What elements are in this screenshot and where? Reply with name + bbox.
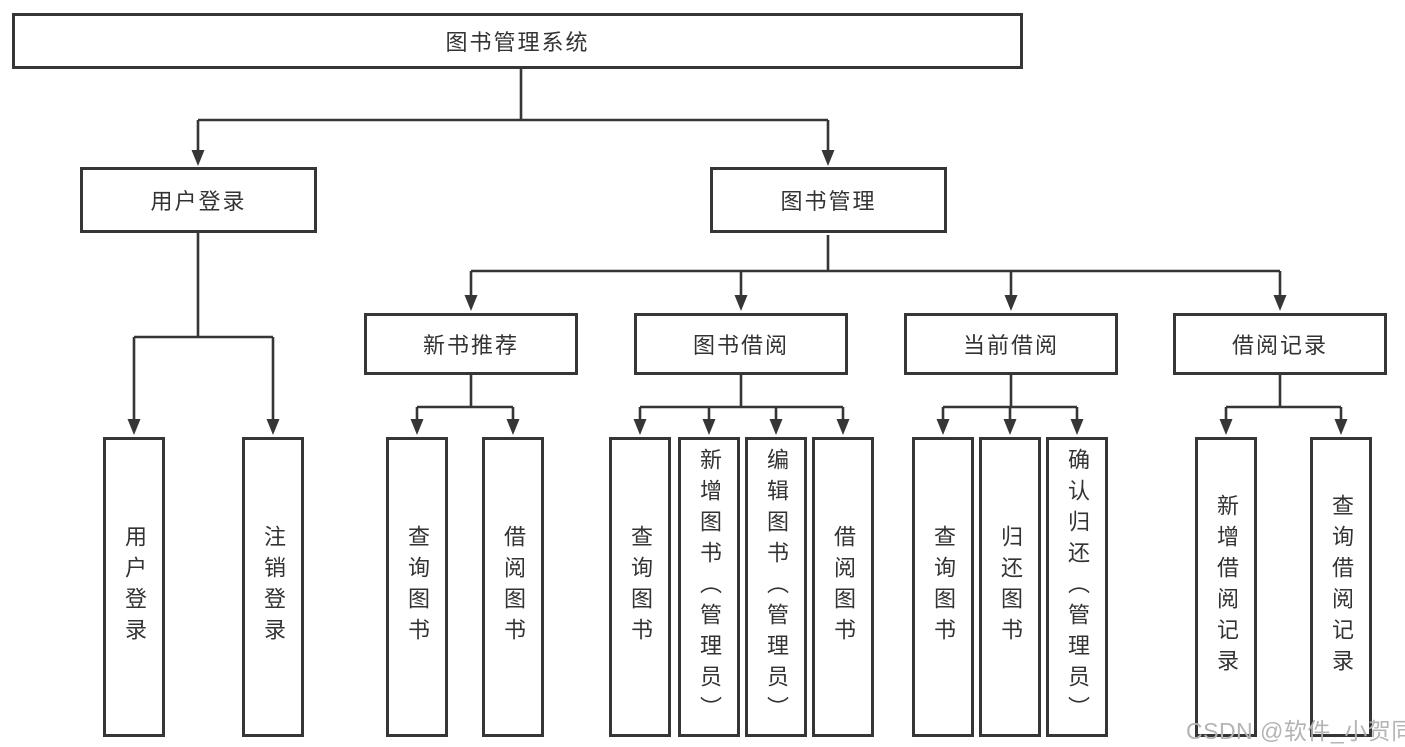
csdn-watermark: CSDN @软件_小贺同学: [1186, 718, 1405, 744]
node-label: 借阅图书: [831, 525, 856, 649]
node-label: 图书管理: [780, 189, 877, 214]
node-label: 注销登录: [261, 525, 286, 649]
node-label: 当前借阅: [962, 333, 1059, 358]
node-label: 确认归还（管理员）: [1065, 447, 1090, 727]
node-label: 查询图书: [628, 525, 653, 649]
node-label: 用户登录: [150, 189, 247, 214]
node-label: 查询图书: [931, 525, 956, 649]
leaf-logout: 注销登录: [242, 437, 304, 737]
node-library-management-system: 图书管理系统: [12, 13, 1023, 69]
node-label: 新增图书（管理员）: [697, 447, 722, 727]
leaf-add-borrow-record: 新增借阅记录: [1195, 437, 1257, 737]
leaf-query-books-current: 查询图书: [912, 437, 974, 737]
leaf-query-borrow-record: 查询借阅记录: [1310, 437, 1372, 737]
leaf-add-books-admin: 新增图书（管理员）: [678, 437, 740, 737]
leaf-user-login: 用户登录: [103, 437, 165, 737]
node-label: 借阅图书: [501, 525, 526, 649]
node-label: 查询图书: [405, 525, 430, 649]
node-label: 归还图书: [998, 525, 1023, 649]
node-book-management: 图书管理: [710, 167, 947, 233]
node-label: 借阅记录: [1231, 333, 1328, 358]
node-borrowing-records: 借阅记录: [1173, 313, 1387, 375]
leaf-query-books-recommend: 查询图书: [386, 437, 448, 737]
leaf-query-books-borrowing: 查询图书: [609, 437, 671, 737]
node-current-borrowing: 当前借阅: [904, 313, 1118, 375]
node-label: 图书管理系统: [445, 30, 590, 55]
leaf-confirm-return-admin: 确认归还（管理员）: [1046, 437, 1108, 737]
node-label: 图书借阅: [692, 333, 789, 358]
node-user-login: 用户登录: [80, 167, 317, 233]
node-label: 新书推荐: [422, 333, 519, 358]
node-label: 用户登录: [122, 525, 147, 649]
leaf-edit-books-admin: 编辑图书（管理员）: [745, 437, 807, 737]
node-new-book-recommend: 新书推荐: [364, 313, 578, 375]
leaf-return-books: 归还图书: [979, 437, 1041, 737]
node-book-borrowing: 图书借阅: [634, 313, 848, 375]
node-label: 查询借阅记录: [1329, 494, 1354, 680]
node-label: 新增借阅记录: [1214, 494, 1239, 680]
leaf-borrow-books: 借阅图书: [812, 437, 874, 737]
node-label: 编辑图书（管理员）: [764, 447, 789, 727]
leaf-borrow-books-recommend: 借阅图书: [482, 437, 544, 737]
